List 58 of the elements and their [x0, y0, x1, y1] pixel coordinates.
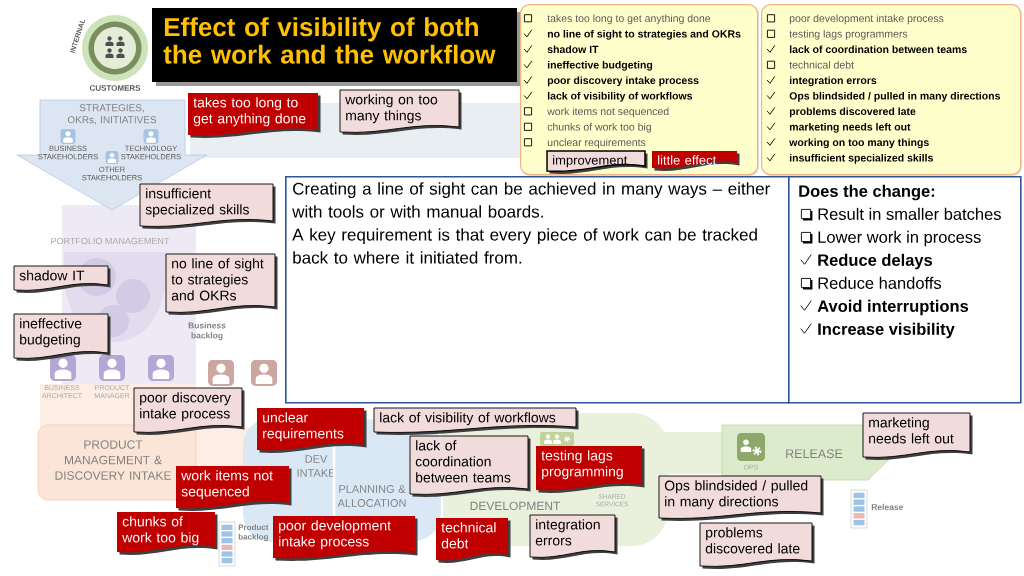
- checklist-item: chunks of work too big: [547, 122, 651, 133]
- checklist-item: work items not sequenced: [547, 107, 669, 118]
- checklist-item: integration errors: [789, 76, 877, 87]
- callout: poor discovery intake process: [133, 387, 245, 435]
- callout: unclear requirements: [257, 408, 367, 453]
- checklist-item: no line of sight to strategies and OKRs: [547, 29, 741, 40]
- callout: no line of sight to strategies and OKRs: [165, 253, 278, 315]
- callout: lack of visibility of workflows: [373, 407, 579, 435]
- checklist-item: Lower work in process: [818, 230, 981, 247]
- callout: working on too many things: [339, 89, 462, 135]
- box-heading: Does the change:: [799, 184, 935, 201]
- legend-callout: little effect: [652, 151, 740, 171]
- checklist-item: lack of coordination between teams: [789, 45, 967, 54]
- funnel-label: PORTFOLIO MANAGEMENT: [51, 237, 170, 245]
- checklist-item: marketing needs left out: [789, 122, 911, 133]
- backlog-label: Business backlog: [188, 322, 226, 341]
- paragraph: A key requirement is that every piece of work can be tracked back to where it initiated from.: [292, 228, 757, 264]
- callout: integration errors: [529, 514, 618, 560]
- checklist-item: testing lags programmers: [789, 29, 908, 40]
- checklist-item: poor development intake process: [789, 14, 944, 25]
- paragraph: Creating a line of sight can be achieved in many ways – either with tools or with manual boards.: [292, 182, 770, 218]
- arrow-heading: STRATEGIES, OKRs, INITIATIVES: [67, 104, 157, 125]
- checklist-item: insufficient specialized skills: [789, 153, 933, 164]
- ring-label: CUSTOMERS: [89, 85, 141, 91]
- callout: marketing needs left out: [862, 412, 973, 460]
- callout: shadow IT: [13, 265, 111, 293]
- checklist-item: Avoid interruptions: [817, 299, 969, 316]
- callout: takes too long to get anything done: [188, 93, 321, 138]
- checklist-item: Reduce handoffs: [818, 276, 942, 289]
- checklist-item: technical debt: [789, 60, 854, 69]
- checklist-item: Reduce delays: [818, 253, 933, 270]
- checklist-item: problems discovered late: [789, 107, 916, 118]
- callout: problems discovered late: [699, 522, 815, 569]
- callout: Ops blindsided / pulled in many directions: [658, 475, 824, 521]
- backlog-label: Product backlog: [238, 524, 269, 542]
- stage-label: RELEASE: [786, 449, 843, 459]
- legend-callout: improvement: [546, 150, 648, 174]
- callout: technical debt: [436, 518, 511, 563]
- checklist-item: ineffective budgeting: [547, 60, 653, 71]
- callout: lack of coordination between teams: [409, 435, 531, 497]
- checklist-item: poor discovery intake process: [547, 76, 699, 87]
- callout: chunks of work too big: [117, 512, 218, 555]
- callout: ineffective budgeting: [13, 313, 111, 361]
- callout: insufficient specialized skills: [139, 183, 276, 229]
- checklist-item: takes too long to get anything done: [547, 14, 711, 25]
- checklist-item: lack of visibility of workflows: [547, 91, 693, 102]
- checklist-item: shadow IT: [547, 45, 599, 54]
- callout: poor development intake process: [273, 516, 418, 561]
- title-banner: Effect of visibility of both the work and the workflow: [152, 8, 521, 86]
- callout: work items not sequenced: [176, 466, 292, 511]
- checklist-item: Result in smaller batches: [818, 207, 1001, 220]
- stage-label: DEVELOPMENT: [470, 501, 561, 511]
- checklist-item: Ops blindsided / pulled in many directions: [789, 91, 1000, 102]
- callout: testing lags programming: [536, 446, 645, 493]
- backlog-label: Release: [871, 503, 904, 511]
- checklist-item: unclear requirements: [547, 138, 646, 149]
- checklist-item: Increase visibility: [818, 322, 955, 339]
- checklist-item: working on too many things: [789, 138, 929, 149]
